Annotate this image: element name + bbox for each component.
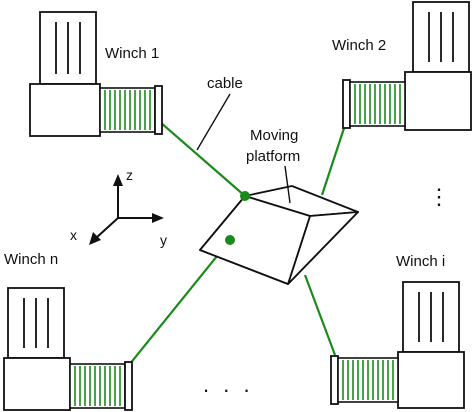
- platform-front-panel: [199, 195, 311, 285]
- winch-1-drum: [99, 85, 163, 135]
- winch-i: Winch i: [330, 253, 465, 409]
- anchor-point-top: [240, 191, 250, 201]
- winch-2: Winch 2: [332, 1, 472, 131]
- cable-winch-n: [124, 239, 231, 371]
- x-axis-arrowhead: [89, 232, 101, 245]
- platform-label-line2: platform: [246, 148, 300, 165]
- cable-label: cable: [207, 75, 243, 92]
- winch-n: Winch n: [3, 251, 133, 411]
- x-axis-label: x: [70, 227, 77, 243]
- winch-i-drum: [330, 355, 399, 405]
- winch-1-label: Winch 1: [105, 45, 159, 62]
- coordinate-axes: z y x: [70, 167, 167, 248]
- platform-leader-line: [284, 165, 291, 204]
- cable-leader-line: [196, 93, 231, 151]
- platform-label-line1: Moving: [250, 127, 298, 144]
- ellipsis-right: ⋮: [428, 184, 454, 209]
- moving-platform: [199, 185, 359, 285]
- winch-i-gearbox: [397, 351, 465, 409]
- y-axis-arrowhead: [152, 213, 164, 223]
- winch-n-drum: [69, 361, 133, 411]
- cable-winch-i: [303, 274, 337, 356]
- winch-n-label: Winch n: [4, 251, 58, 268]
- winch-1-gearbox: [29, 83, 101, 137]
- winch-n-gearbox: [3, 357, 71, 411]
- winch-2-gearbox: [404, 71, 472, 131]
- ellipsis-bottom: . . .: [203, 372, 254, 397]
- y-axis-label: y: [160, 232, 167, 248]
- z-axis-arrowhead: [113, 174, 123, 186]
- winch-2-label: Winch 2: [332, 37, 386, 54]
- anchor-point-front: [225, 235, 235, 245]
- winch-1: Winch 1: [29, 11, 163, 137]
- x-axis: [95, 217, 119, 239]
- winch-i-label: Winch i: [396, 253, 445, 270]
- cable-winch-1: [159, 121, 246, 197]
- z-axis-label: z: [126, 167, 133, 183]
- winch-2-drum: [342, 79, 406, 129]
